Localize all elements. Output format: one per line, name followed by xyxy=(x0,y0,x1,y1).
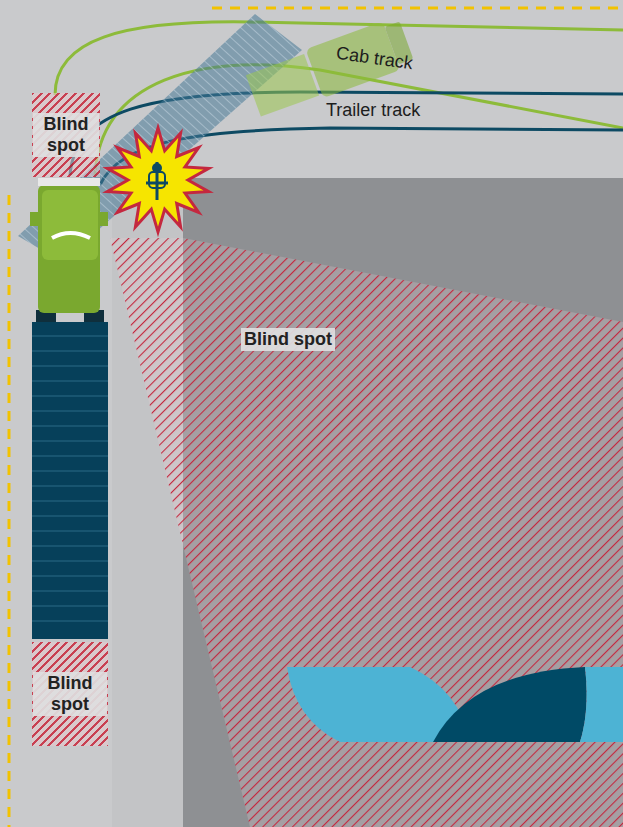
truck xyxy=(30,178,108,639)
mirror-view xyxy=(18,14,302,262)
track-label: Trailer track xyxy=(326,100,420,121)
blind-spot: Blind spot xyxy=(32,642,108,746)
water xyxy=(433,667,587,742)
blind-spot-label: Blind spot xyxy=(241,328,335,351)
blind-spot-label: Blind spot xyxy=(33,672,107,716)
boundary xyxy=(8,195,11,827)
blind-spot: Blind spot xyxy=(216,322,360,356)
blind-spot: Blind spot xyxy=(32,93,100,177)
collision-burst xyxy=(107,128,208,232)
water xyxy=(580,667,623,742)
blind-spot-label: Blind spot xyxy=(33,113,99,157)
boundary xyxy=(212,7,623,10)
blind-spot-area xyxy=(110,238,623,827)
